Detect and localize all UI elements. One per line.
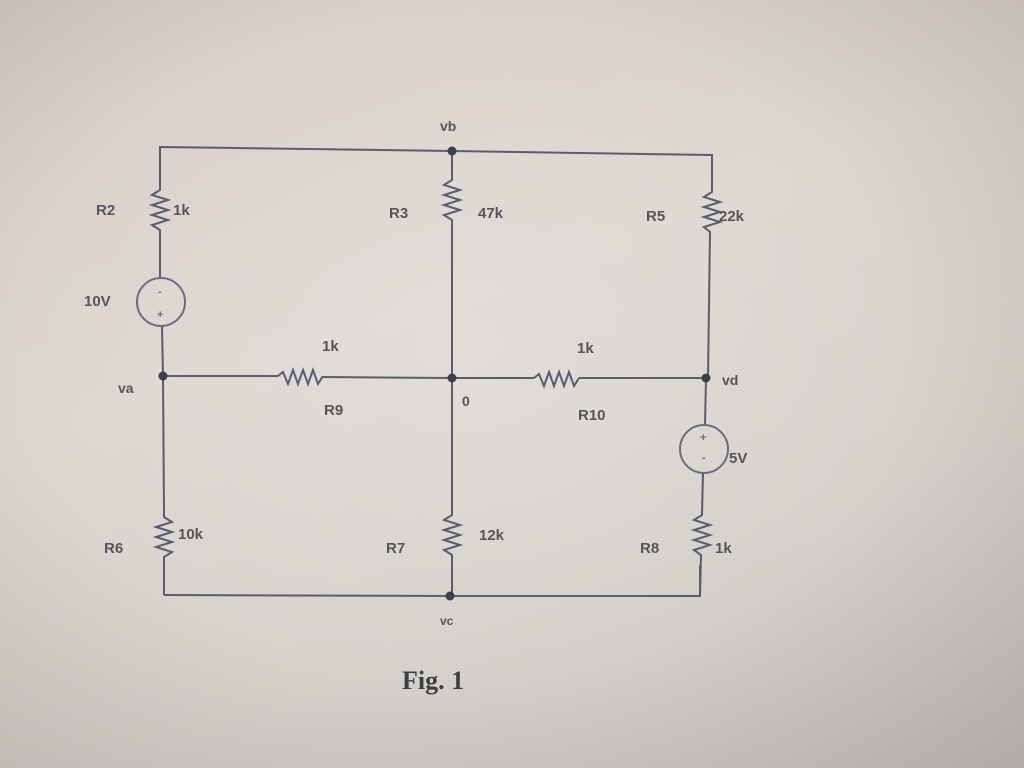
- resistor-r7-symbol: [440, 378, 464, 596]
- node-label-ground: 0: [462, 393, 470, 409]
- voltage-source-10v-symbol: [136, 277, 186, 327]
- figure-caption: Fig. 1: [402, 666, 465, 695]
- label-r10-name: R10: [578, 407, 606, 424]
- node-label-vb: vb: [440, 118, 457, 134]
- label-r6-name: R6: [104, 540, 124, 557]
- label-r6-value: 10k: [178, 526, 204, 543]
- resistor-r10-symbol: [533, 369, 580, 389]
- label-v1-value: 10V: [84, 293, 111, 310]
- label-r5-value: 22k: [719, 208, 745, 225]
- resistor-r2-symbol: [148, 185, 172, 278]
- wire-r9-right: [322, 376, 453, 379]
- wire-left-upper: [161, 325, 164, 377]
- node-label-va: va: [118, 380, 134, 396]
- label-r10-value: 1k: [577, 340, 594, 357]
- wire-top: [159, 145, 713, 188]
- resistor-r9-symbol: [277, 367, 324, 387]
- resistor-r3-symbol: [440, 151, 464, 378]
- label-v2-value: 5V: [729, 450, 748, 467]
- voltage-source-5v-symbol: [679, 424, 729, 474]
- label-r9-name: R9: [324, 402, 344, 419]
- wire-left-lower: [162, 375, 165, 513]
- node-va-dot: [158, 371, 168, 381]
- source-10v-top-polarity: -: [158, 286, 162, 298]
- label-r8-value: 1k: [715, 540, 732, 557]
- label-r7-name: R7: [386, 540, 406, 557]
- resistor-r6-symbol: [152, 512, 176, 595]
- node-vd-dot: [701, 373, 711, 383]
- label-r2-name: R2: [96, 202, 116, 219]
- resistor-r5-symbol: [700, 188, 724, 379]
- resistor-r8-symbol: [690, 472, 714, 597]
- label-r8-name: R8: [640, 540, 660, 557]
- node-label-vc: vc: [440, 614, 454, 628]
- label-r2-value: 1k: [173, 202, 190, 219]
- node-label-vd: vd: [722, 372, 739, 388]
- node-vb-dot: [447, 146, 457, 156]
- source-5v-top-polarity: +: [700, 432, 707, 444]
- node-vc-dot: [445, 591, 455, 601]
- label-r7-value: 12k: [479, 527, 505, 544]
- source-10v-bottom-polarity: +: [157, 309, 164, 321]
- node-ground-dot: [447, 373, 457, 383]
- wire-vd-to-5v: [704, 377, 707, 425]
- source-5v-bottom-polarity: -: [702, 452, 706, 464]
- label-r5-name: R5: [646, 208, 666, 225]
- label-r3-name: R3: [389, 205, 409, 222]
- label-r3-value: 47k: [478, 205, 504, 222]
- label-r9-value: 1k: [322, 338, 339, 355]
- wire-bottom: [163, 565, 701, 597]
